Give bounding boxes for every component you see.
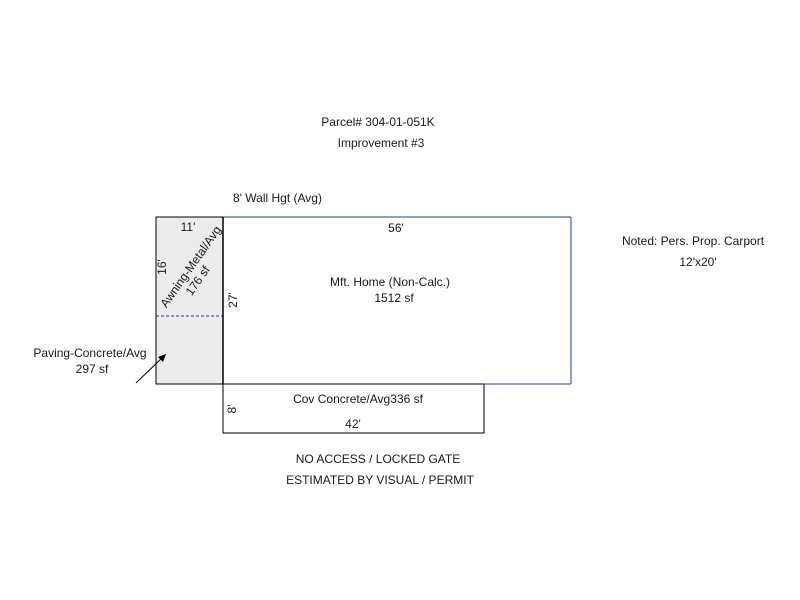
paving-arrowhead (158, 354, 166, 362)
improvement-label: Improvement #3 (338, 136, 425, 150)
paving-area-label: 297 sf (76, 362, 109, 376)
cov-concrete-depth-label: 8' (225, 405, 239, 414)
cov-concrete-width-label: 42' (345, 417, 361, 431)
home-name-label: Mft. Home (Non-Calc.) (330, 275, 450, 289)
note-line-1: Noted: Pers. Prop. Carport (622, 234, 765, 248)
parcel-label: Parcel# 304-01-051K (321, 115, 434, 129)
awning-width-label: 11' (181, 220, 196, 234)
wall-height-label: 8' Wall Hgt (Avg) (233, 191, 322, 205)
home-area-label: 1512 sf (374, 291, 414, 305)
note-line-2: 12'x20' (679, 255, 716, 269)
home-depth-label: 27' (226, 292, 240, 308)
paving-area (155, 216, 224, 385)
footer-line-1: NO ACCESS / LOCKED GATE (296, 452, 460, 466)
footer-line-2: ESTIMATED BY VISUAL / PERMIT (286, 473, 474, 487)
paving-name-label: Paving-Concrete/Avg (33, 346, 146, 360)
cov-concrete-label: Cov Concrete/Avg336 sf (293, 392, 424, 406)
cov-concrete-area (222, 383, 485, 434)
awning-depth-label: 16' (155, 259, 169, 275)
paving-arrow (135, 355, 165, 384)
home-width-label: 56' (388, 221, 404, 235)
